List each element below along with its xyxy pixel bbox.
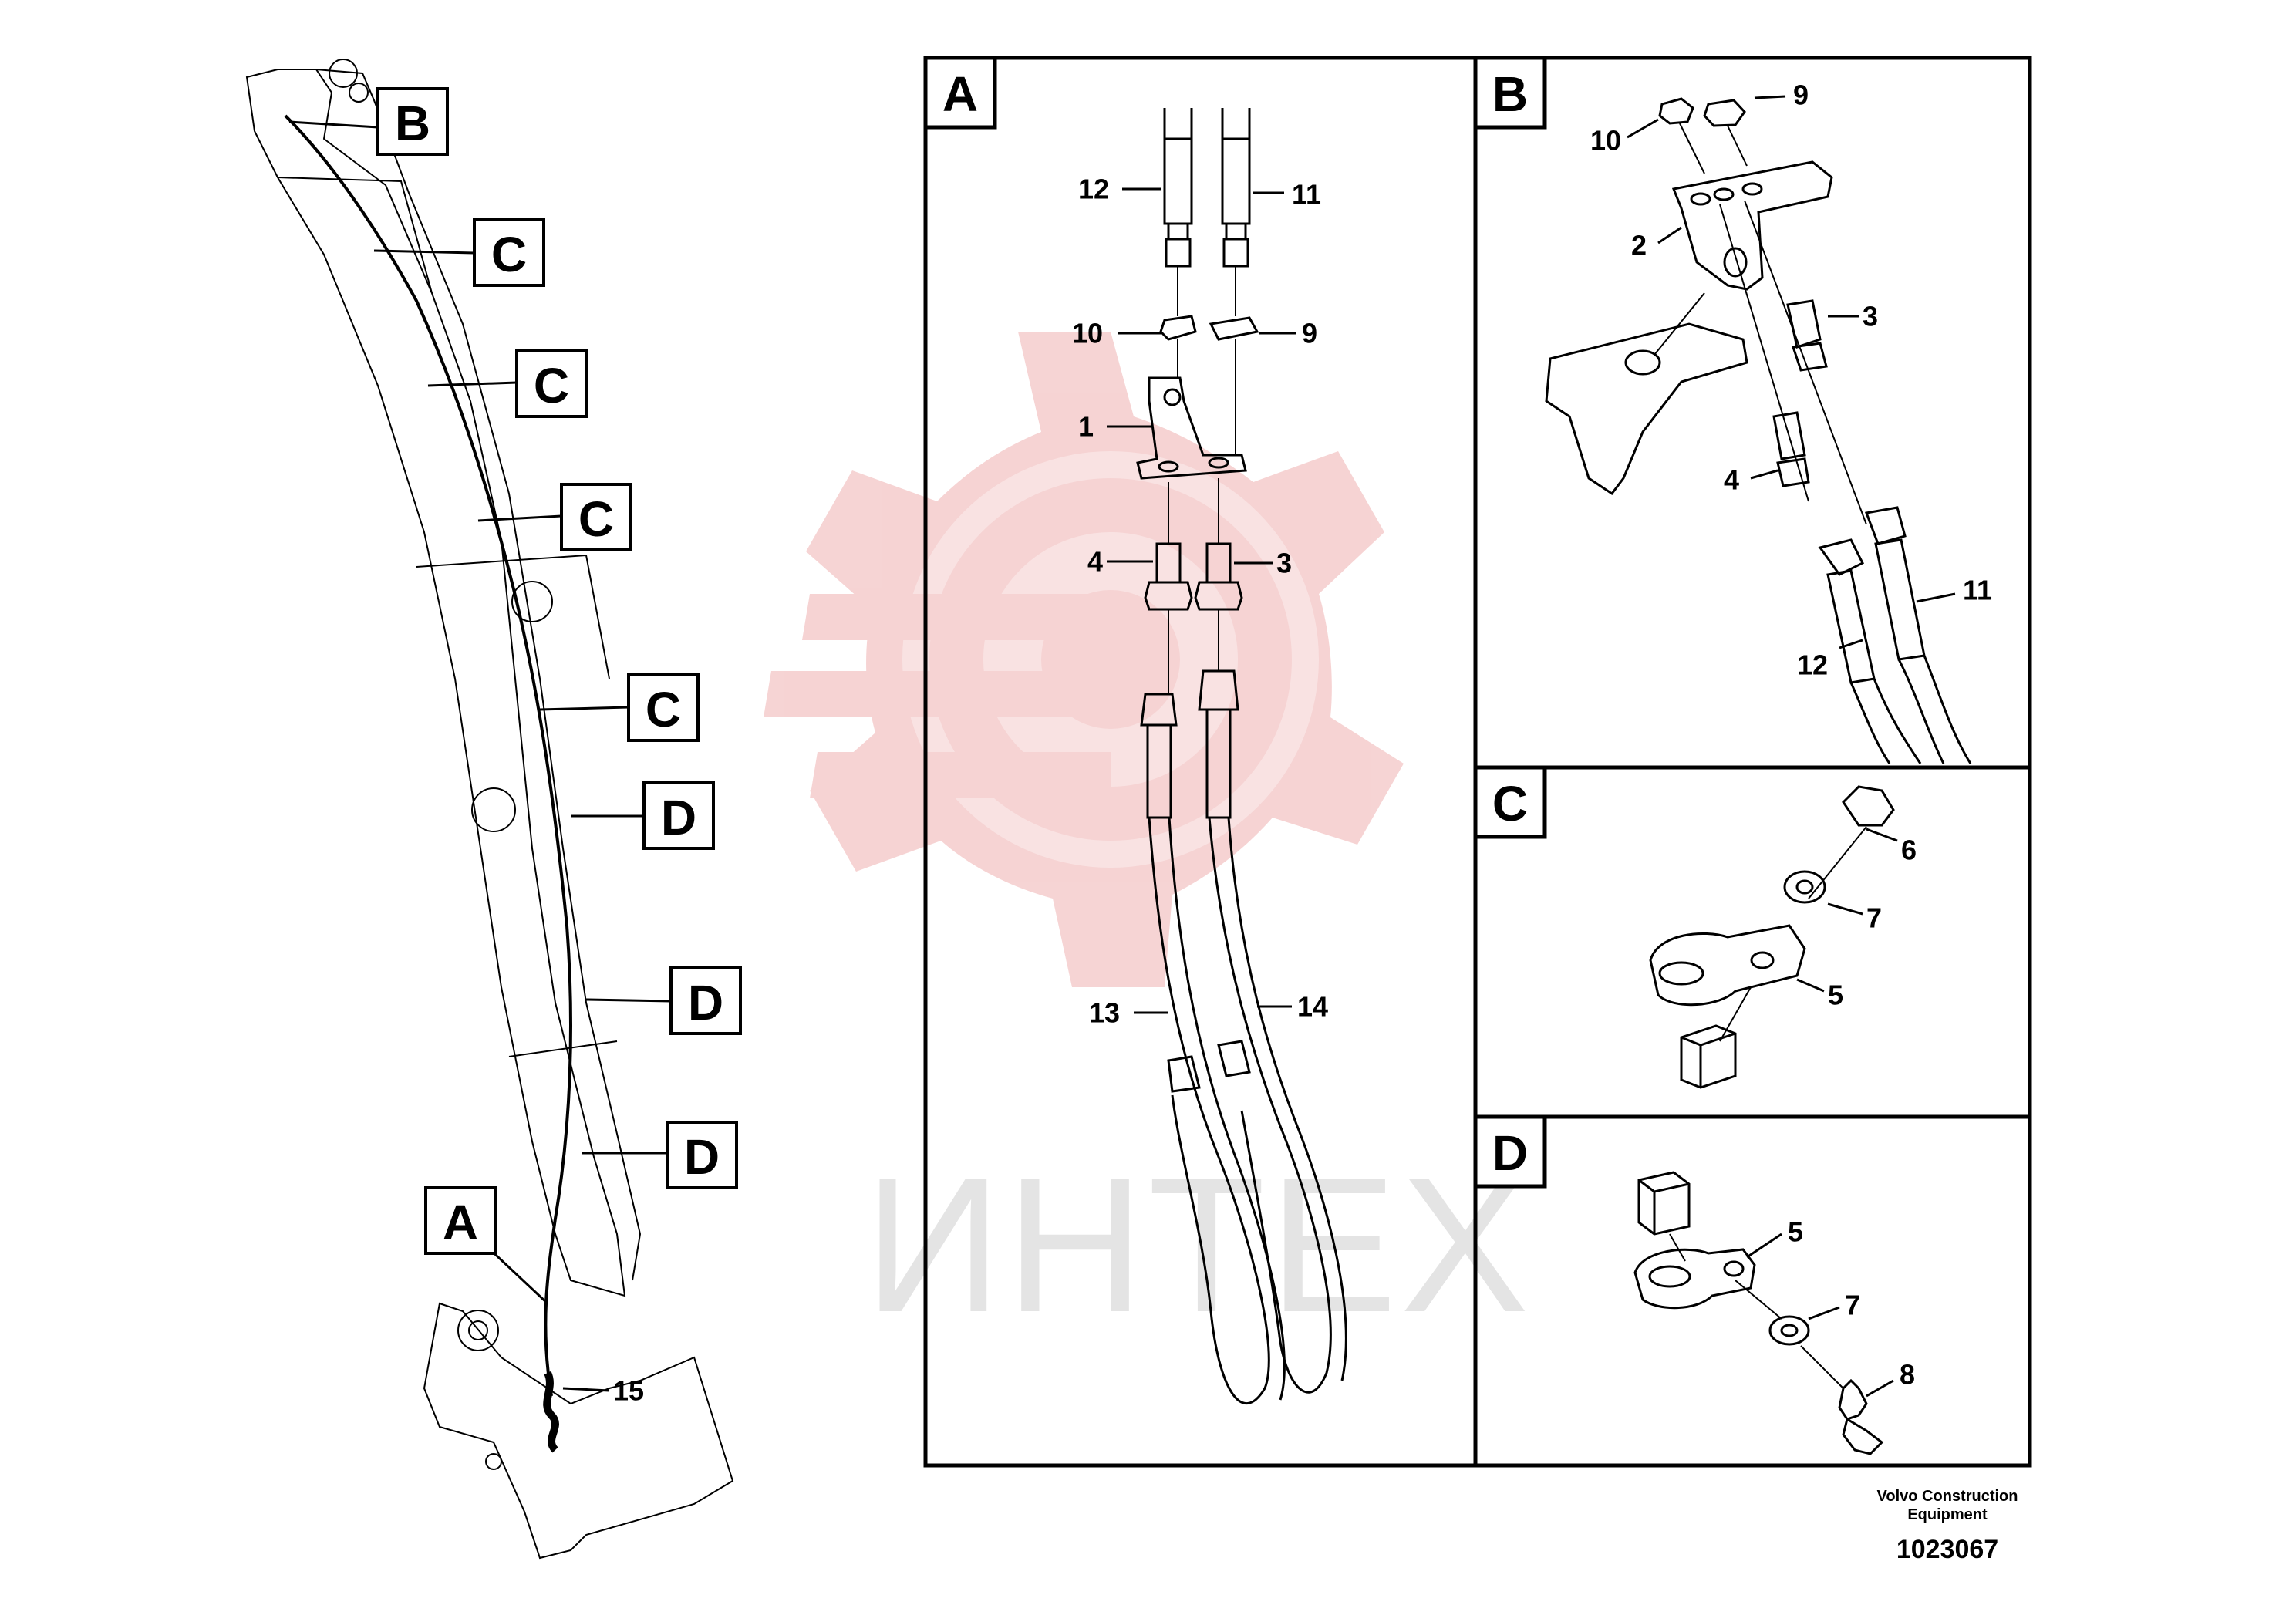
svg-text:C: C — [1492, 776, 1528, 831]
svg-text:D: D — [661, 790, 696, 845]
callout-c-4: C — [627, 673, 700, 742]
boom-hose-line — [284, 114, 572, 1453]
part-15-label: 15 — [613, 1375, 644, 1407]
callout-c-2: C — [515, 349, 588, 418]
callout-d-1: D — [642, 781, 715, 850]
callout-b: B — [376, 87, 449, 156]
panel-c-part-labels: 6 7 5 — [1828, 835, 1917, 1011]
part-9-label: 9 — [1302, 318, 1317, 349]
panel-a-drawing — [1136, 108, 1347, 1405]
svg-text:A: A — [942, 66, 978, 122]
part-3-label: 3 — [1863, 301, 1878, 332]
part-7-label: 7 — [1845, 1290, 1860, 1321]
watermark-text: ИНТЕХ — [864, 1137, 1532, 1352]
svg-text:C: C — [646, 682, 681, 737]
panel-c-drawing — [1649, 785, 1895, 1089]
part-5-label: 5 — [1788, 1216, 1803, 1248]
drawing-footer: Volvo Construction Equipment 1023067 — [1812, 1487, 2082, 1565]
panel-c-title: C — [1473, 765, 1547, 839]
part-6-label: 6 — [1901, 835, 1917, 866]
panel-b-leaders — [1627, 95, 1956, 649]
svg-text:D: D — [688, 975, 723, 1030]
svg-text:C: C — [491, 227, 527, 282]
panel-b-title: B — [1473, 56, 1547, 130]
part-5-label: 5 — [1828, 980, 1843, 1011]
svg-text:C: C — [534, 358, 569, 413]
part-9-label: 9 — [1793, 79, 1809, 111]
watermark-gear-icon — [764, 332, 1404, 987]
callout-c-3: C — [560, 483, 632, 551]
panel-titles: A B C D — [923, 56, 1547, 1189]
drawing-number: 1023067 — [1896, 1535, 1999, 1564]
panel-a-title: A — [923, 56, 997, 130]
part-7-label: 7 — [1866, 902, 1882, 934]
part-11-label: 11 — [1963, 575, 1992, 606]
part-13-label: 13 — [1089, 997, 1120, 1029]
manufacturer-line-1: Volvo Construction — [1876, 1488, 2018, 1505]
part-4-label: 4 — [1087, 546, 1103, 578]
callout-c-1: C — [473, 218, 545, 287]
part-10-label: 10 — [1590, 125, 1621, 157]
overview-leaders — [288, 120, 672, 1392]
panel-d-part-labels: 5 7 8 — [1788, 1216, 1915, 1391]
svg-text:B: B — [395, 96, 430, 151]
svg-text:B: B — [1492, 66, 1528, 122]
panel-d-title: D — [1473, 1114, 1547, 1189]
part-8-label: 8 — [1900, 1359, 1915, 1391]
part-12-label: 12 — [1797, 649, 1828, 681]
part-2-label: 2 — [1631, 230, 1647, 261]
svg-text:C: C — [578, 491, 614, 547]
part-1-label: 1 — [1078, 411, 1094, 443]
svg-text:D: D — [1492, 1125, 1528, 1181]
panel-c-leaders — [1796, 828, 1898, 993]
watermark: ИНТЕХ — [764, 332, 1532, 1352]
manufacturer-line-2: Equipment — [1907, 1506, 1988, 1523]
panel-a-part-labels: 12 11 10 9 1 4 3 13 14 — [1072, 174, 1328, 1029]
panel-b-part-labels: 10 9 2 3 4 12 11 — [1590, 79, 1992, 681]
panel-d-leaders — [1746, 1233, 1894, 1398]
part-3-label: 3 — [1276, 548, 1292, 579]
part-14-label: 14 — [1297, 991, 1328, 1023]
part-10-label: 10 — [1072, 318, 1103, 349]
part-4-label: 4 — [1724, 464, 1739, 496]
part-12-label: 12 — [1078, 174, 1109, 205]
callout-d-3: D — [666, 1121, 738, 1189]
panel-d-drawing — [1633, 1171, 1884, 1455]
svg-text:A: A — [443, 1195, 478, 1250]
callout-d-2: D — [669, 966, 742, 1035]
svg-text:D: D — [684, 1129, 720, 1185]
panel-b-drawing — [1545, 97, 1972, 764]
overview-callouts: B C C C C D D D — [376, 87, 742, 1407]
part-11-label: 11 — [1292, 179, 1321, 211]
callout-a: A — [424, 1186, 497, 1255]
panel-a-leaders — [1107, 187, 1296, 1014]
